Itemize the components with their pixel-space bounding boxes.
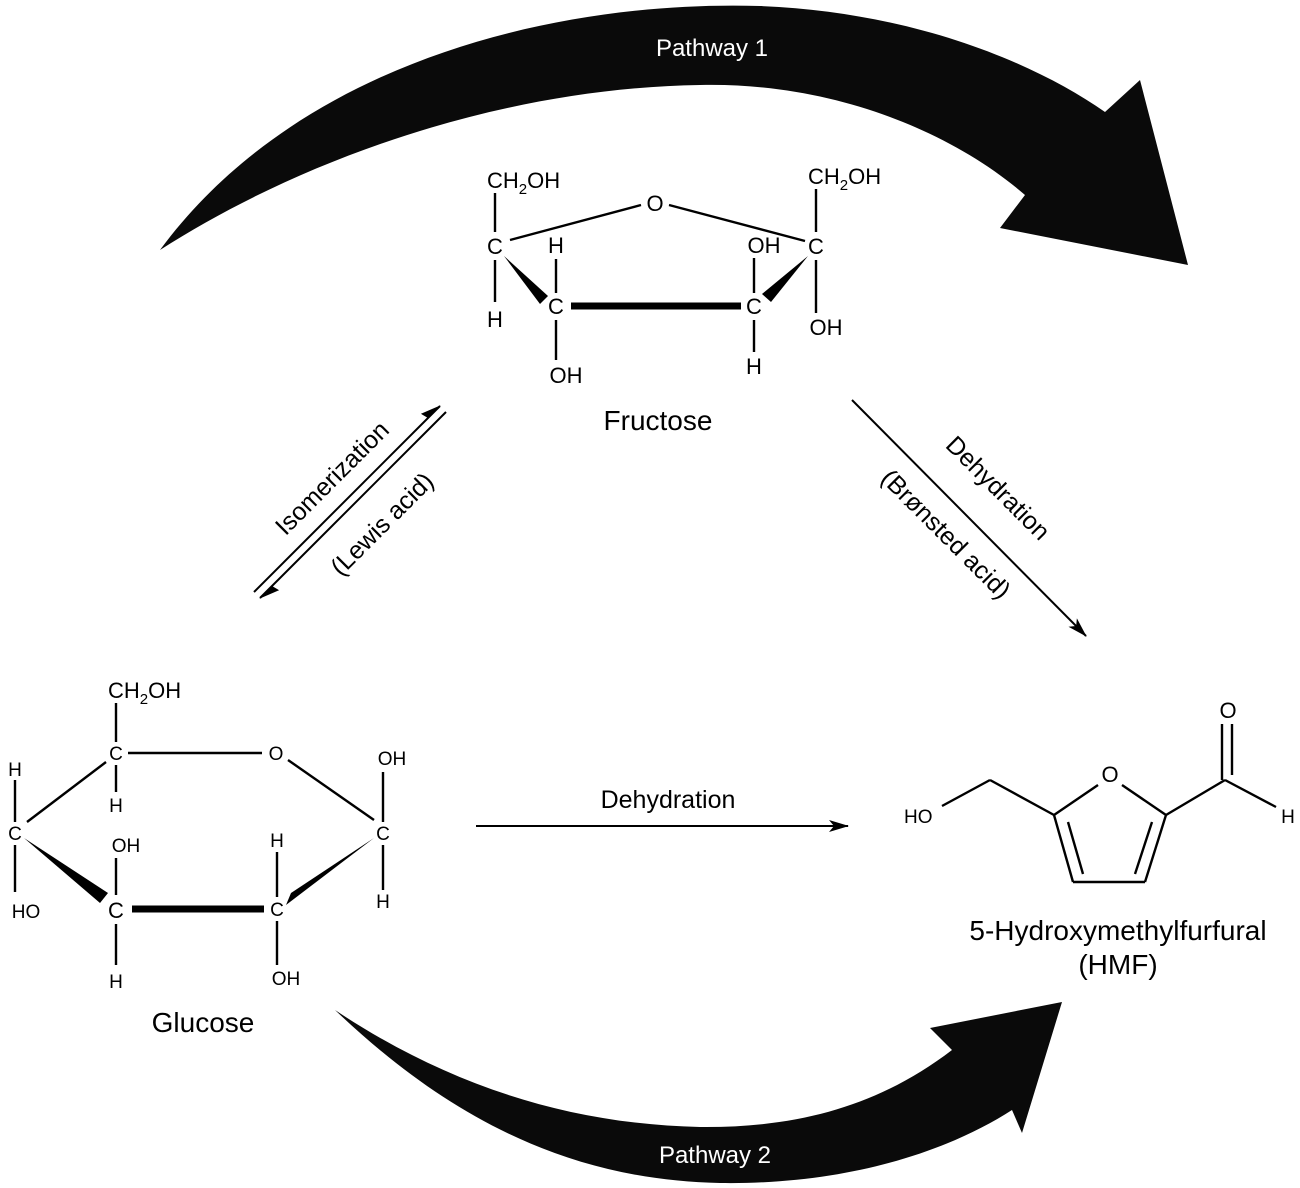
hmf-aldehyde-h: H <box>1281 807 1295 828</box>
fructose-structure: CH2OH CH2OH O C C C C H H OH OH H OH Fru… <box>487 164 881 436</box>
glucose-c2-h: H <box>270 831 284 852</box>
fructose-c4-oh: OH <box>550 363 583 388</box>
bond <box>989 778 1055 817</box>
fructose-c4-h: H <box>548 233 564 258</box>
fructose-c5: C <box>487 234 503 259</box>
forward-arrow <box>253 405 441 593</box>
pathway-1-label: Pathway 1 <box>656 35 768 62</box>
bond <box>1143 814 1168 883</box>
fructose-ch2oh-right: CH2OH <box>808 164 881 194</box>
hmf-carbonyl-oxygen: O <box>1219 698 1236 723</box>
glucose-ch2oh: CH2OH <box>108 678 181 708</box>
dehydration-label: Dehydration <box>601 786 736 814</box>
glucose-dehydration-arrow: Dehydration <box>476 786 849 832</box>
glucose-c1-oh: OH <box>378 749 407 770</box>
bond <box>941 778 991 808</box>
wedge-bond <box>286 838 374 905</box>
bond <box>509 203 642 242</box>
pathway-2-arrow-shape <box>335 1002 1062 1184</box>
glucose-c2: C <box>270 900 284 921</box>
fructose-c4: C <box>548 294 564 319</box>
bond <box>1052 814 1075 883</box>
fructose-label: Fructose <box>604 405 713 436</box>
hmf-abbreviation: (HMF) <box>1078 949 1157 980</box>
dehydration-arrow-line <box>851 399 1087 637</box>
glucose-structure: CH2OH C O H H C HO OH C H H C OH OH C H … <box>8 678 406 1038</box>
wedge-bond <box>504 256 548 304</box>
fructose-ring-oxygen: O <box>646 191 663 216</box>
glucose-c3-h: H <box>109 972 123 993</box>
isomerization-arrows: Isomerization (Lewis acid) <box>253 405 447 599</box>
bond <box>1053 784 1099 816</box>
fructose-c2-oh: OH <box>810 315 843 340</box>
fructose-c2: C <box>808 234 824 259</box>
fructose-c3: C <box>746 294 762 319</box>
hmf-ring-oxygen: O <box>1101 762 1118 787</box>
glucose-label: Glucose <box>152 1007 255 1038</box>
bond <box>1165 778 1226 817</box>
pathway-2-label: Pathway 2 <box>659 1142 771 1169</box>
glucose-c5-h: H <box>109 796 123 817</box>
fructose-c3-oh: OH <box>748 233 781 258</box>
double-bond-inner <box>1066 821 1085 875</box>
pathway-2-arrow: Pathway 2 <box>335 1002 1062 1184</box>
wedge-bond <box>24 838 108 903</box>
fructose-c3-h: H <box>746 354 762 379</box>
glucose-c1: C <box>376 824 390 845</box>
glucose-c1-h: H <box>376 892 390 913</box>
bond <box>1121 784 1167 816</box>
hmf-hydroxyl: HO <box>904 807 933 828</box>
glucose-c4-ho: HO <box>12 902 41 923</box>
bond <box>668 203 806 243</box>
reverse-arrow <box>259 411 447 599</box>
fructose-c5-h: H <box>487 307 503 332</box>
pathway-1-arrow-shape <box>160 5 1188 265</box>
glucose-c3: C <box>108 898 124 923</box>
glucose-c4-h: H <box>8 760 22 781</box>
glucose-c5: C <box>109 744 123 765</box>
glucose-c4: C <box>8 824 22 845</box>
hmf-name: 5-Hydroxymethylfurfural <box>969 915 1266 946</box>
bond <box>1224 778 1277 809</box>
fructose-ch2oh-left: CH2OH <box>487 168 560 198</box>
glucose-c3-oh: OH <box>112 836 141 857</box>
glucose-ring-oxygen: O <box>269 744 284 765</box>
bond <box>287 759 375 821</box>
hmf-structure: HO O O H 5-Hydroxymethylfurfural (HMF) <box>904 698 1295 980</box>
wedge-bond <box>762 256 808 302</box>
double-bond-inner <box>1133 821 1154 875</box>
fructose-dehydration-arrow: Dehydration (Brønsted acid) <box>851 399 1087 637</box>
pathway-1-arrow: Pathway 1 <box>160 5 1188 265</box>
bond <box>26 761 107 823</box>
glucose-c2-oh: OH <box>272 969 301 990</box>
